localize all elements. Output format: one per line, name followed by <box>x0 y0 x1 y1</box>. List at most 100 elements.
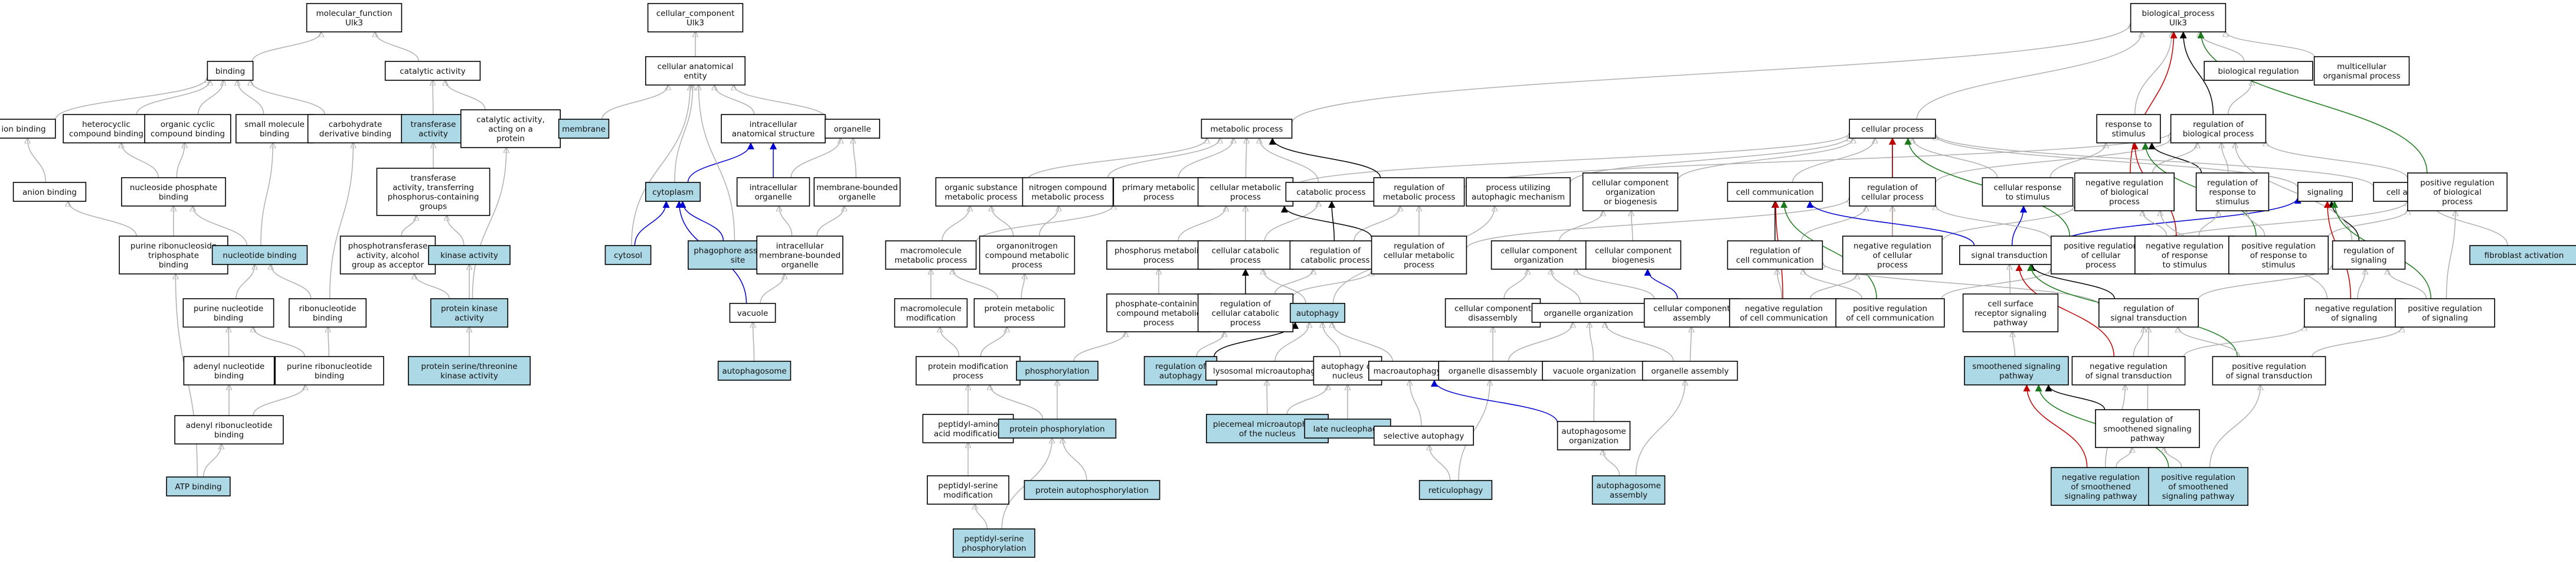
go-term-node-orgasm[interactable]: organelle assembly <box>1642 361 1738 381</box>
go-term-node-protauto[interactable]: protein autophosphorylation <box>1024 480 1160 500</box>
go-term-node-fibro[interactable]: fibroblast activation <box>2469 245 2576 265</box>
go-term-node-sigtrans[interactable]: signal transduction <box>1959 245 2060 265</box>
go-term-node-organelle[interactable]: organelle <box>825 119 881 139</box>
go-term-node-membrane[interactable]: membrane <box>558 119 610 139</box>
go-term-node-nucleotideb[interactable]: nucleotide binding <box>211 245 308 265</box>
go-term-node-kinase[interactable]: kinase activity <box>428 245 511 265</box>
go-term-node-signaling[interactable]: signaling <box>2297 182 2353 202</box>
go-term-node-ionb[interactable]: ion binding <box>0 119 56 139</box>
go-term-node-cytoplasm[interactable]: cytoplasm <box>645 182 701 202</box>
go-term-node-cellcomm[interactable]: cell communication <box>1727 182 1823 202</box>
go-term-node-anionb[interactable]: anion binding <box>12 182 87 202</box>
go-term-node-vacuole[interactable]: vacuole <box>729 303 776 323</box>
go-term-node-binding[interactable]: binding <box>207 61 254 81</box>
go-term-node-cellproc[interactable]: cellular process <box>1849 119 1936 139</box>
go-term-node-orgdis[interactable]: organelle disassembly <box>1438 361 1548 381</box>
go-term-node-metab[interactable]: metabolic process <box>1201 119 1293 139</box>
go-term-node-catact[interactable]: catalytic activity <box>384 61 481 81</box>
go-term-node-cytosol[interactable]: cytosol <box>604 245 652 265</box>
go-term-node-autophagy[interactable]: autophagy <box>1290 303 1346 323</box>
go-term-node-phosphorylation[interactable]: phosphorylation <box>1016 361 1099 381</box>
go-term-node-reticulo[interactable]: reticulophagy <box>1418 480 1493 500</box>
go-term-node-selauto[interactable]: selective autophagy <box>1374 426 1475 446</box>
go-term-node-catab[interactable]: catabolic process <box>1285 182 1377 202</box>
go-term-node-macroauto[interactable]: macroautophagy <box>1368 361 1447 381</box>
go-term-node-atpb[interactable]: ATP binding <box>166 476 231 496</box>
go-term-node-vacorg[interactable]: vacuole organization <box>1542 361 1647 381</box>
go-term-node-protphos[interactable]: protein phosphorylation <box>998 419 1117 439</box>
go-term-node-bioreg[interactable]: biological regulation <box>2204 61 2313 81</box>
go-term-node-autophagosome[interactable]: autophagosome <box>717 361 792 381</box>
go-term-node-orgorg[interactable]: organelle organization <box>1531 303 1646 323</box>
go-term-node-lysomicro[interactable]: lysosomal microautophagy <box>1205 361 1329 381</box>
